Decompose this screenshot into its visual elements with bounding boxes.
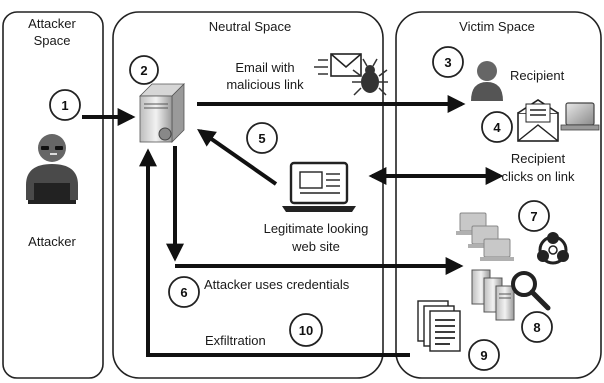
malware-bug-icon — [352, 58, 388, 96]
victim-space-title: Victim Space — [459, 19, 535, 34]
website-label-line2: web site — [291, 239, 340, 254]
victim-laptop-icon — [560, 102, 600, 131]
step-3-badge: 3 — [432, 46, 464, 78]
website-laptop-icon — [282, 161, 356, 212]
step-2-badge: 2 — [129, 55, 159, 85]
server-icon — [139, 83, 185, 143]
attacker-icon — [26, 134, 78, 204]
clicks-label-line1: Recipient — [511, 151, 566, 166]
clicks-label-line2: clicks on link — [502, 169, 575, 184]
email-label-line1: Email with — [235, 60, 294, 75]
magnifier-icon — [511, 271, 551, 311]
email-label-line2: malicious link — [226, 77, 304, 92]
website-label-line1: Legitimate looking — [264, 221, 369, 236]
opened-email-icon — [517, 99, 559, 142]
victim-servers-icon — [471, 269, 515, 321]
email-icon — [314, 53, 362, 77]
step-6-badge: 6 — [168, 276, 200, 308]
credentials-label: Attacker uses credentials — [204, 277, 350, 292]
step-4-badge: 4 — [481, 111, 513, 143]
biohazard-icon — [537, 232, 569, 265]
svg-text:5: 5 — [258, 131, 265, 146]
step-10-badge: 10 — [289, 313, 323, 347]
attacker-label: Attacker — [28, 234, 76, 249]
arrow-exfiltration — [139, 148, 410, 357]
attacker-space-title-line2: Space — [34, 33, 71, 48]
victim-computers-icon — [456, 212, 514, 261]
step-7-badge: 7 — [518, 200, 550, 232]
svg-text:1: 1 — [61, 98, 68, 113]
svg-text:2: 2 — [140, 63, 147, 78]
recipient-label: Recipient — [510, 68, 565, 83]
step-8-badge: 8 — [521, 311, 553, 343]
svg-text:10: 10 — [299, 323, 313, 338]
documents-icon — [417, 300, 461, 352]
arrow-website-to-server — [197, 128, 278, 186]
neutral-space-zone — [112, 11, 384, 379]
attacker-space-title-line1: Attacker — [28, 16, 76, 31]
step-9-badge: 9 — [468, 339, 500, 371]
svg-text:3: 3 — [444, 55, 451, 70]
step-5-badge: 5 — [246, 122, 278, 154]
recipient-icon — [471, 61, 503, 101]
svg-text:7: 7 — [530, 209, 537, 224]
svg-text:9: 9 — [480, 348, 487, 363]
svg-text:6: 6 — [180, 285, 187, 300]
neutral-space-title: Neutral Space — [209, 19, 291, 34]
step-1-badge: 1 — [49, 89, 81, 121]
attacker-space-zone — [2, 11, 104, 379]
svg-text:8: 8 — [533, 320, 540, 335]
exfiltration-label: Exfiltration — [205, 333, 266, 348]
svg-text:4: 4 — [493, 120, 501, 135]
victim-space-zone — [395, 11, 602, 379]
